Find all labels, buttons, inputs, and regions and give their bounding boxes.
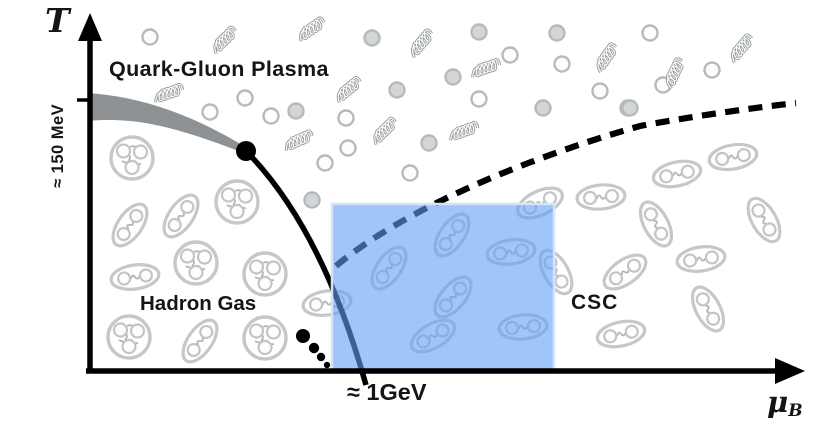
x-axis-arrow	[775, 358, 805, 384]
meson-icon	[107, 260, 163, 294]
baryon-icon	[214, 179, 260, 225]
meson-icon	[593, 315, 649, 353]
meson-icon	[705, 139, 761, 175]
quark-icon	[401, 164, 419, 182]
critical-point	[236, 141, 256, 161]
quark-icon	[420, 134, 438, 152]
nuclear-dotted-curve	[296, 329, 331, 369]
quark-icon	[337, 109, 355, 127]
quark-icon	[470, 90, 488, 108]
x-axis-tick-label: ≈ 1GeV	[347, 379, 427, 405]
baryon-icon	[242, 251, 288, 297]
quark-icon	[621, 99, 639, 117]
quark-icon	[470, 23, 488, 41]
quark-icon	[236, 89, 254, 107]
x-axis-title: μB	[767, 385, 803, 421]
highlight-region-box	[330, 202, 556, 373]
quark-icon	[339, 139, 357, 157]
region-label-quark-gluon-plasma: Quark-Gluon Plasma	[109, 57, 329, 81]
meson-icon	[174, 312, 226, 370]
baryon-icon	[173, 240, 219, 286]
gluon-coil-icon	[152, 82, 185, 104]
y-axis-title: T	[45, 1, 70, 40]
quark-icon	[591, 82, 609, 100]
quark-icon	[201, 103, 219, 121]
x-axis-title-sub-b: B	[788, 401, 803, 421]
y-axis-tick-label: ≈ 150 MeV	[49, 103, 67, 188]
quark-icon	[534, 99, 552, 117]
meson-icon	[104, 196, 156, 254]
gluon-coil-icon	[366, 115, 403, 147]
quark-icon	[388, 81, 406, 99]
gluon-coil-icon	[447, 120, 480, 142]
meson-icon	[632, 195, 680, 253]
quark-icon	[363, 29, 381, 47]
x-axis-title-mu: μ	[767, 385, 789, 419]
quark-icon	[303, 191, 321, 209]
gluon-coil-icon	[282, 128, 316, 153]
meson-icon	[684, 280, 732, 338]
quark-icon	[287, 102, 305, 120]
meson-icon	[596, 246, 654, 298]
meson-icon	[673, 242, 729, 276]
gluon-coil-icon	[206, 24, 243, 56]
quark-icon	[316, 154, 334, 172]
gluon-coil-icon	[294, 15, 329, 43]
meson-icon	[574, 181, 628, 213]
gluon-coil-icon	[723, 32, 759, 65]
region-label-hadron-gas: Hadron Gas	[140, 292, 257, 315]
quark-icon	[444, 68, 462, 86]
gluon-coil-icon	[330, 74, 367, 105]
crossover-band	[88, 93, 247, 154]
quark-icon	[548, 24, 566, 42]
gluon-coil-icon	[589, 40, 624, 75]
y-axis-arrow	[78, 13, 102, 41]
quark-icon	[703, 61, 721, 79]
quark-icon	[262, 107, 280, 125]
baryon-icon	[106, 314, 152, 360]
baryon-icon	[242, 315, 288, 361]
quark-icon	[641, 24, 659, 42]
meson-icon	[155, 187, 207, 245]
quark-icon	[553, 55, 571, 73]
meson-icon	[740, 191, 788, 249]
gluon-coil-icon	[403, 27, 439, 60]
quark-icon	[141, 28, 159, 46]
gluon-coil-icon	[469, 57, 502, 79]
quark-icon	[501, 46, 519, 64]
region-label-csc: CSC	[571, 291, 619, 314]
meson-icon	[649, 155, 705, 193]
baryon-icon	[109, 135, 155, 181]
